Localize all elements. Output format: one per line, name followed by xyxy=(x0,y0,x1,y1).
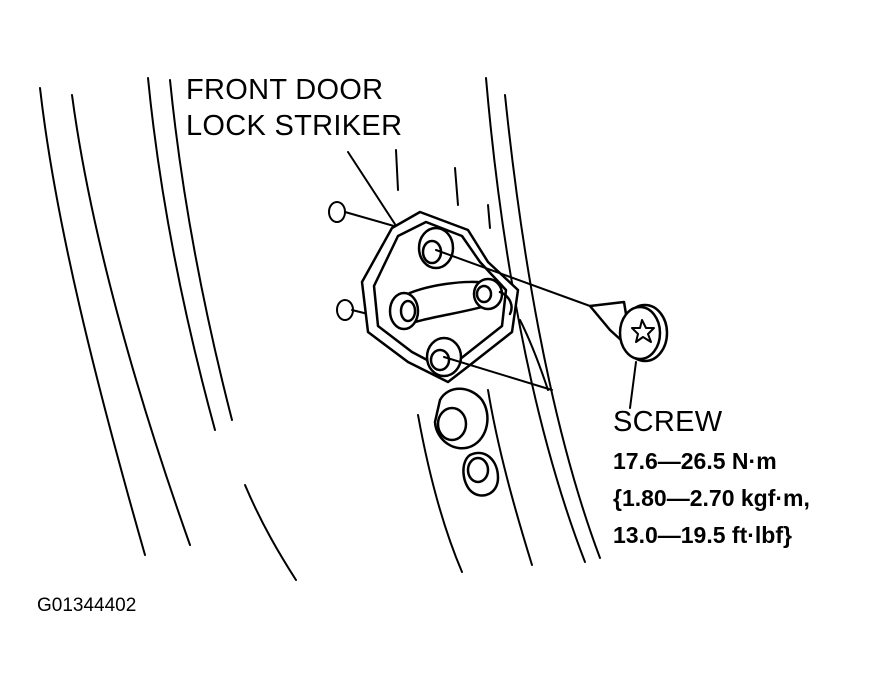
figure-id: G01344402 xyxy=(37,595,137,616)
striker-plate xyxy=(360,210,520,384)
striker-loop xyxy=(388,277,513,331)
torque-spec-line2: {1.80—2.70 kgf·m, xyxy=(613,485,810,511)
lock-cylinder xyxy=(433,387,500,497)
panel-hatch-marks xyxy=(395,149,491,229)
torque-spec-line3: 13.0—19.5 ft·lbf} xyxy=(613,522,792,548)
striker-label-line2: LOCK STRIKER xyxy=(186,110,403,142)
screw-leader-line xyxy=(629,361,637,409)
striker-label-line1: FRONT DOOR xyxy=(186,74,384,106)
striker-leader-line xyxy=(347,151,405,239)
screw-label: SCREW xyxy=(613,406,723,438)
screw-axis-lines xyxy=(435,249,591,391)
door-panel-lines xyxy=(39,77,601,581)
torque-spec-line1: 17.6—26.5 N·m xyxy=(613,448,777,474)
torx-screw-icon xyxy=(588,300,669,363)
